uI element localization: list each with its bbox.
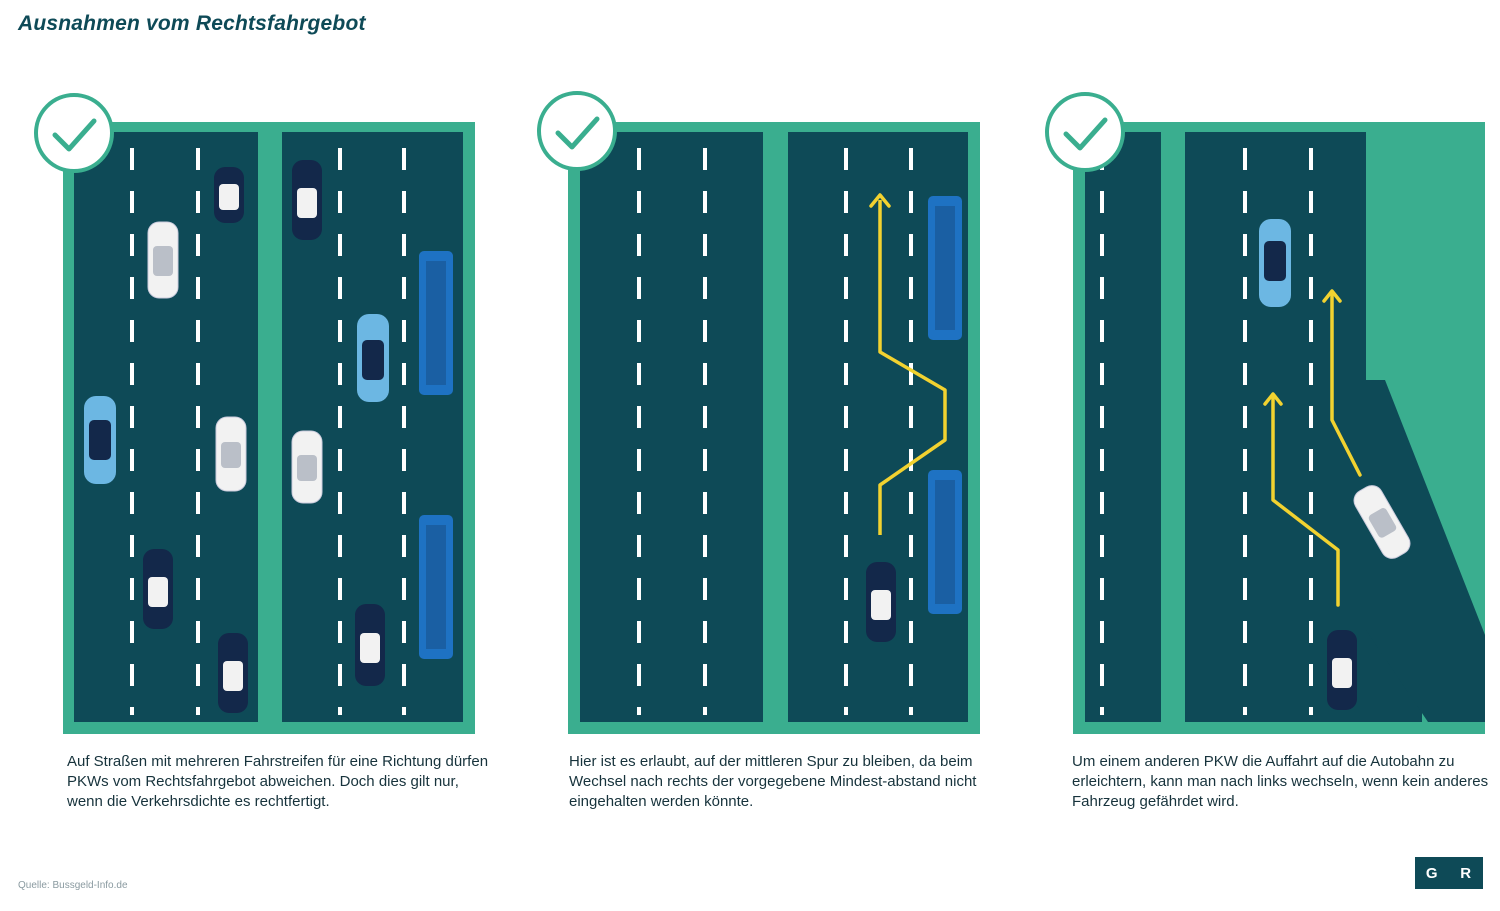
bus — [419, 515, 453, 659]
car — [214, 167, 244, 223]
check-circle-icon — [537, 91, 617, 171]
arrow-path — [869, 193, 947, 535]
car — [143, 549, 173, 629]
car — [357, 314, 389, 402]
bus — [419, 251, 453, 395]
caption-middle-lane: Hier ist es erlaubt, auf der mittleren S… — [569, 753, 977, 810]
car — [291, 430, 323, 504]
check-circle-icon — [1045, 92, 1125, 172]
road-illustration — [34, 93, 475, 734]
bus — [928, 196, 962, 340]
source-note: Quelle: Bussgeld-Info.de — [18, 880, 128, 891]
check-circle-icon — [34, 93, 114, 173]
road-illustration — [1045, 92, 1485, 734]
logo-letter: G — [1425, 864, 1439, 882]
car — [355, 604, 385, 686]
panel-on-ramp — [1040, 90, 1495, 740]
arrow-path — [1263, 289, 1362, 607]
car — [147, 221, 179, 299]
caption-multi-lane: Auf Straßen mit mehreren Fahrstreifen fü… — [67, 753, 489, 810]
car — [866, 562, 896, 642]
car — [215, 416, 247, 492]
road-illustration — [537, 91, 980, 734]
car — [1259, 219, 1291, 307]
bus — [928, 470, 962, 614]
car — [84, 396, 116, 484]
car — [218, 633, 248, 713]
car — [292, 160, 322, 240]
page-title: Ausnahmen vom Rechtsfahrgebot — [18, 12, 366, 35]
car — [1327, 630, 1357, 710]
panel-middle-lane — [535, 90, 990, 740]
logo: G R — [1415, 857, 1483, 889]
car — [1353, 485, 1411, 559]
logo-letter: R — [1460, 864, 1473, 882]
caption-on-ramp: Um einem anderen PKW die Auffahrt auf di… — [1072, 753, 1489, 810]
panel-multi-lane — [30, 90, 485, 740]
